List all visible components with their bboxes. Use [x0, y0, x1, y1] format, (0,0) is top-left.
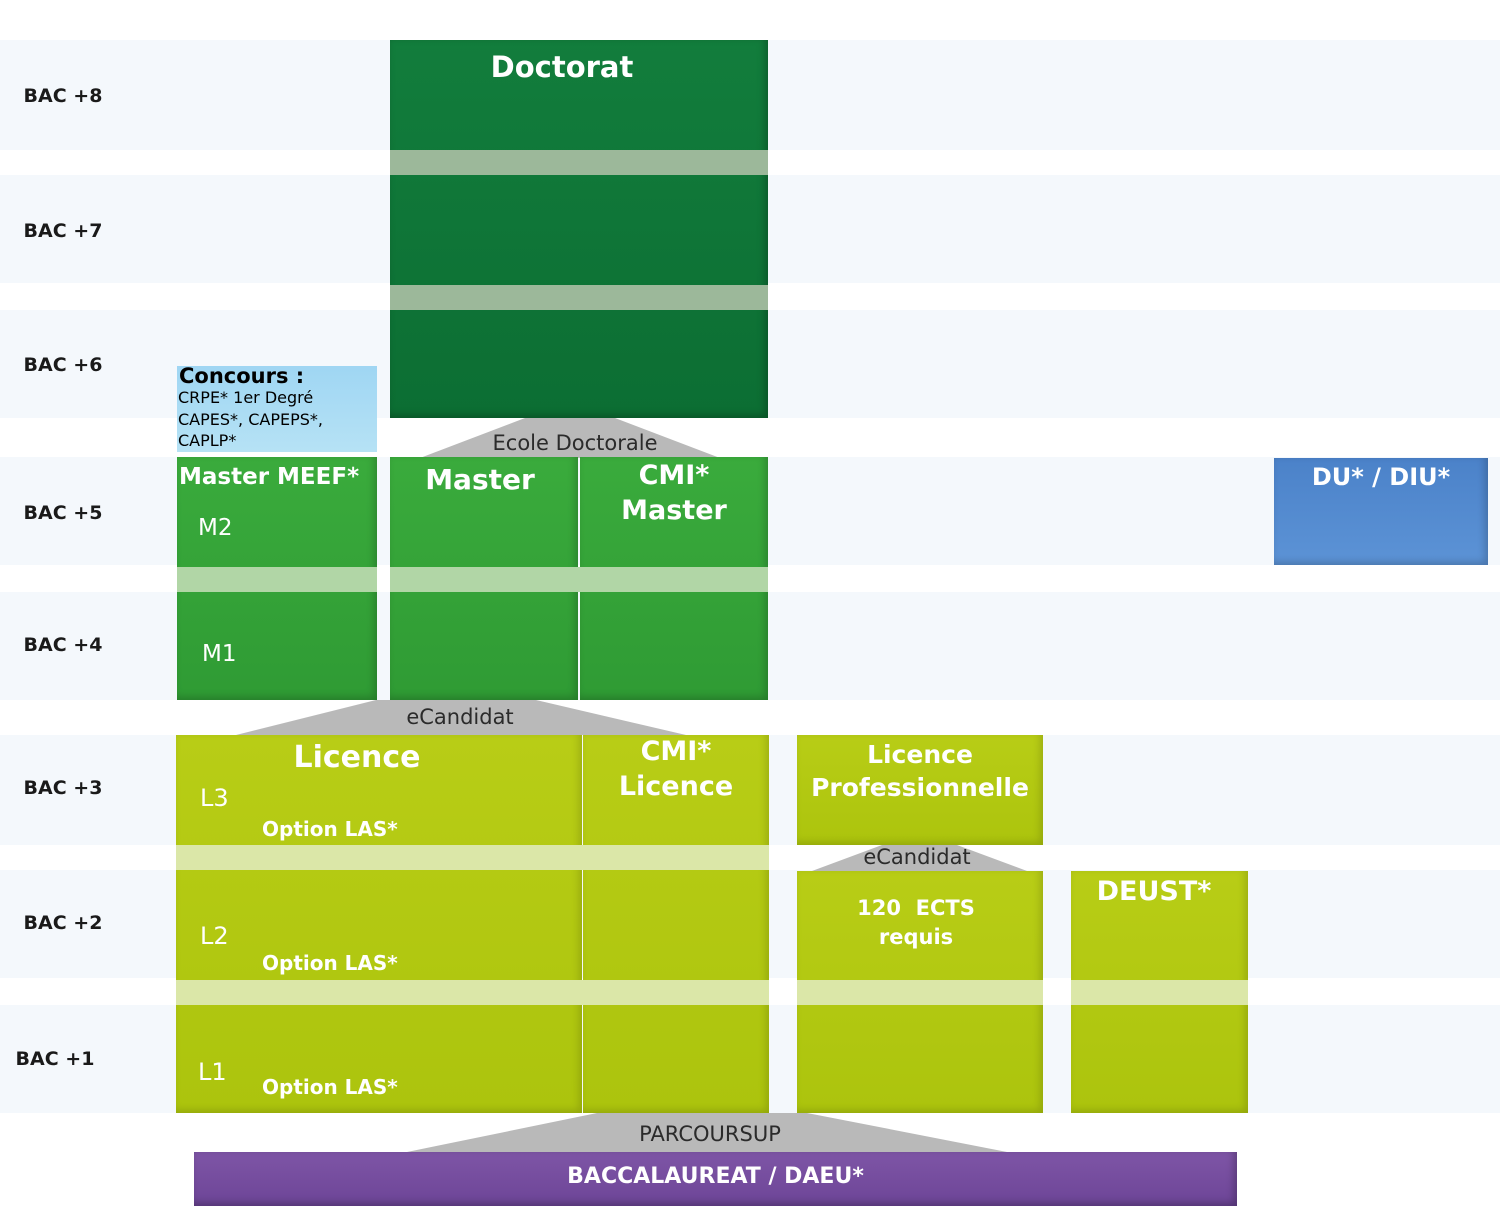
row-label-bac3: BAC +3: [23, 777, 103, 799]
doctorat-title: Doctorat: [490, 50, 634, 84]
row-label-bac8: BAC +8: [23, 85, 103, 107]
cmi-master-line1: CMI*: [638, 460, 710, 491]
ecandidat-lp-triangle: [812, 845, 1027, 871]
master-meef-m1: M1: [202, 641, 237, 667]
cmi-licence-line2: Licence: [618, 771, 734, 802]
cmi-licence-line1: CMI*: [640, 736, 712, 767]
row-label-bac5: BAC +5: [23, 502, 103, 524]
master-separator: [390, 567, 768, 592]
licence-option-l2: Option LAS*: [262, 951, 398, 975]
ecole-doctorale-triangle: [420, 418, 720, 458]
row-label-bac6: BAC +6: [23, 354, 103, 376]
doctorat-separator: [390, 285, 768, 310]
concours-line2: CAPES*, CAPEPS*,: [178, 410, 323, 429]
licence-title: Licence: [293, 740, 421, 775]
row-label-bac2: BAC +2: [23, 912, 103, 934]
cmi-licence-block: [583, 735, 769, 1113]
ecandidat-lp-label: eCandidat: [863, 845, 971, 869]
parcoursup-triangle: [407, 1113, 1007, 1152]
licence-pro-line2: Professionnelle: [811, 773, 1029, 802]
ecandidat-master-triangle: [236, 700, 686, 735]
licence-l3: L3: [200, 784, 229, 812]
baccalaureat-block: [194, 1152, 1237, 1206]
ecandidat-master-label: eCandidat: [406, 705, 514, 729]
du-diu-title: DU* / DIU*: [1311, 463, 1451, 491]
row-label-bac1: BAC +1: [15, 1048, 95, 1070]
licence-option-l3: Option LAS*: [262, 817, 398, 841]
concours-title: Concours :: [179, 364, 305, 388]
deust-title: DEUST*: [1096, 876, 1212, 907]
cmi-master-line2: Master: [621, 495, 727, 526]
concours-box: [177, 366, 377, 452]
licence-option-l1: Option LAS*: [262, 1075, 398, 1099]
ects-line2: requis: [878, 925, 954, 949]
master-meef-title: Master MEEF*: [179, 464, 360, 490]
baccalaureat-title: BACCALAUREAT / DAEU*: [567, 1164, 864, 1189]
deust-separator: [1071, 980, 1248, 1005]
licence-l2: L2: [200, 922, 229, 950]
master-title: Master: [425, 463, 535, 496]
licence-l1: L1: [198, 1058, 227, 1086]
ects-separator: [797, 980, 1043, 1005]
parcoursup-label: PARCOURSUP: [639, 1122, 781, 1146]
licence-block: [176, 735, 582, 1113]
doctorat-block: [390, 40, 768, 418]
licence-pro-block: [797, 735, 1043, 845]
licence-pro-line1: Licence: [867, 740, 973, 769]
master-meef-m2: M2: [198, 515, 233, 541]
concours-line1: CRPE* 1er Degré: [178, 388, 314, 407]
doctorat-separator: [390, 150, 768, 175]
licence-separator: [176, 845, 769, 870]
row-label-bac7: BAC +7: [23, 220, 103, 242]
du-diu-block: [1274, 458, 1488, 565]
concours-line3: CAPLP*: [178, 431, 237, 450]
master-meef-separator: [177, 567, 377, 592]
row-label-bac4: BAC +4: [23, 634, 103, 656]
licence-separator: [176, 980, 769, 1005]
ects-line1: 120 ECTS: [857, 896, 975, 920]
ecole-doctorale-label: Ecole Doctorale: [492, 431, 658, 455]
